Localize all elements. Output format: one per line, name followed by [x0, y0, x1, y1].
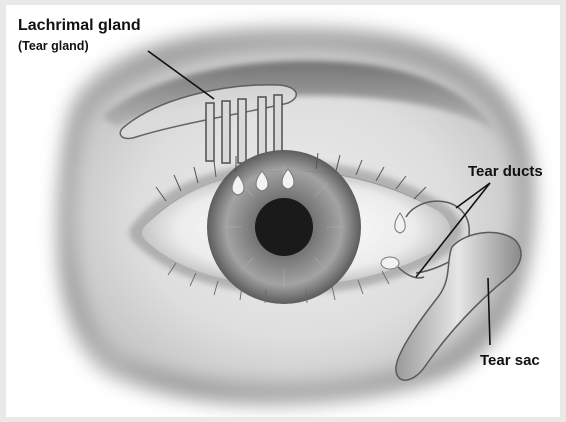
label-tear-ducts: Tear ducts [468, 163, 543, 180]
pupil [255, 198, 313, 256]
label-tear-gland: (Tear gland) [18, 39, 89, 53]
label-lachrimal-gland: Lachrimal gland [18, 17, 141, 35]
label-tear-sac: Tear sac [480, 352, 540, 369]
eye-illustration [6, 5, 560, 417]
diagram-panel: Lachrimal gland (Tear gland) Tear ducts … [6, 5, 560, 417]
